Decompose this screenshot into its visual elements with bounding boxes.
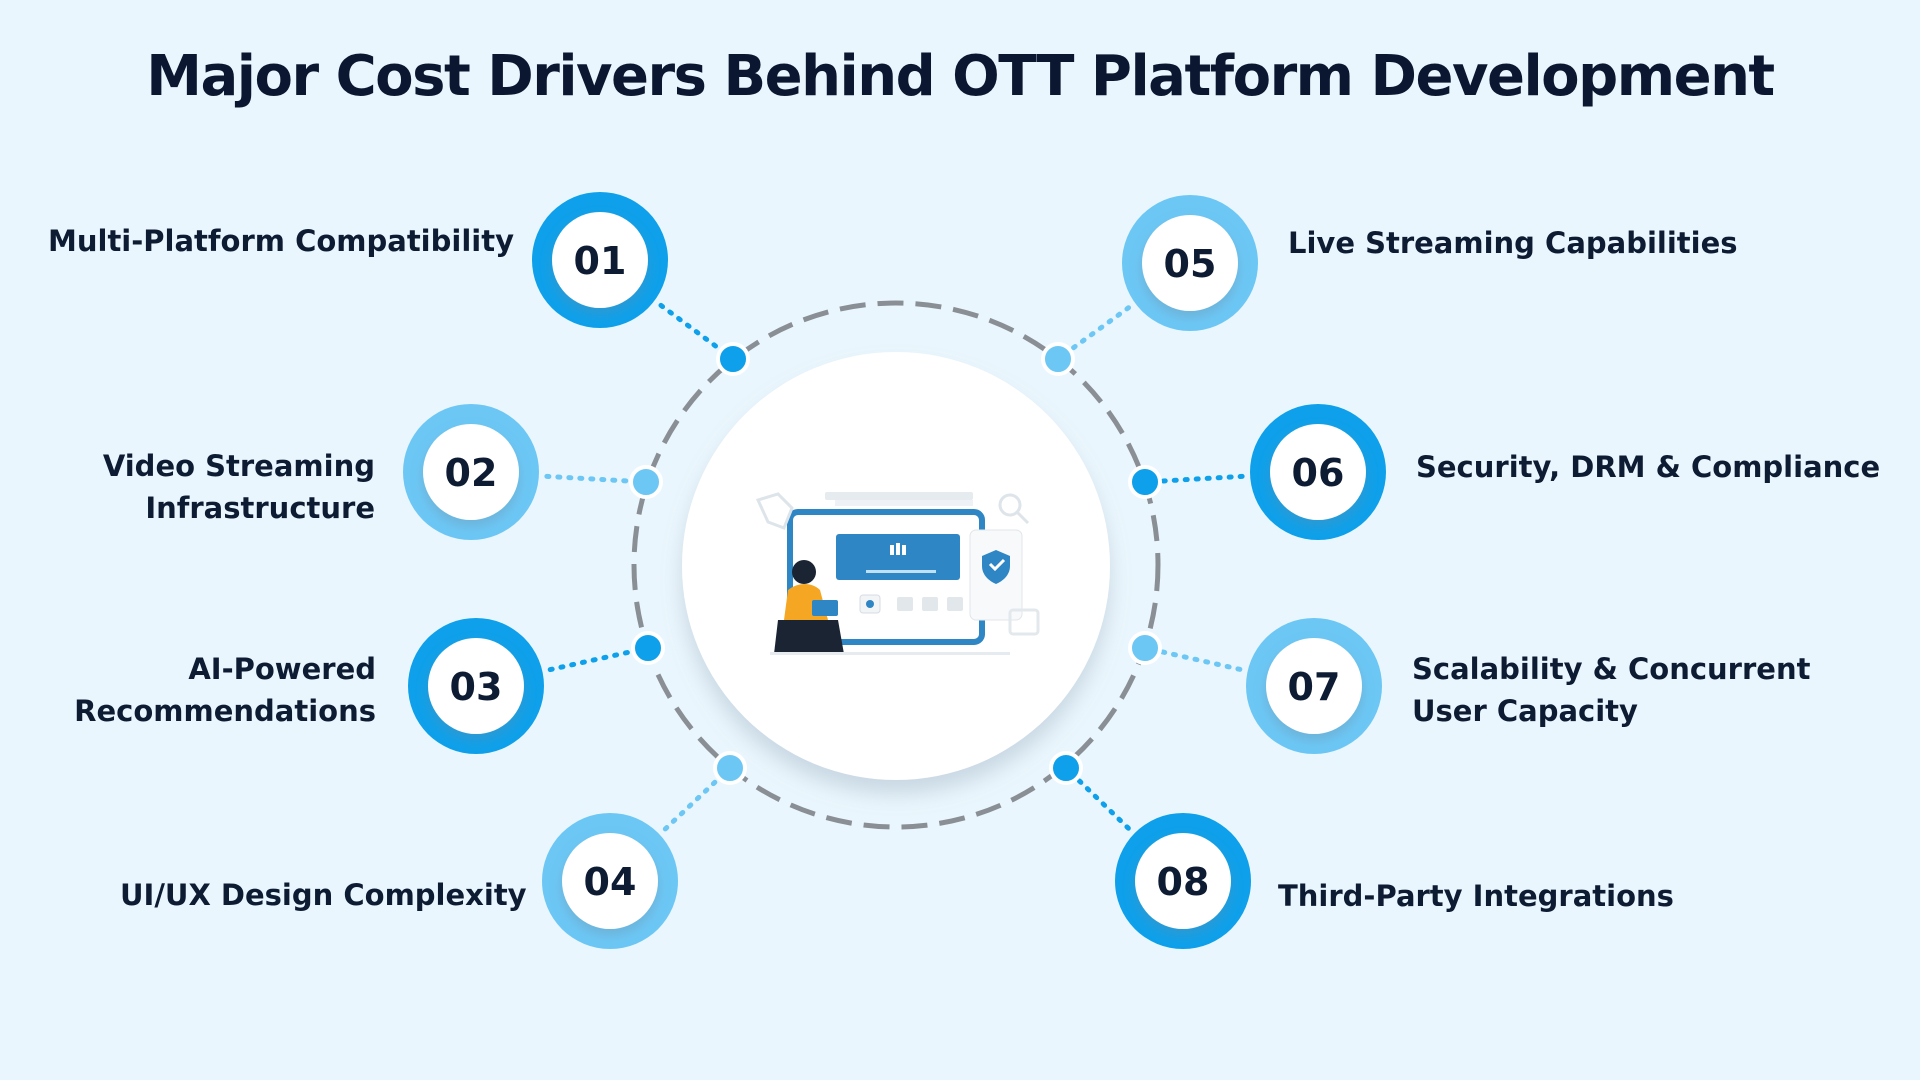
ring-dot-05 — [1041, 342, 1075, 376]
driver-label-line: Video Streaming — [102, 449, 375, 483]
badge-center — [1142, 215, 1238, 311]
driver-badge-04: 04 — [542, 813, 678, 949]
badge-number: 07 — [1288, 665, 1341, 709]
driver-label-04: UI/UX Design Complexity — [120, 874, 527, 916]
driver-label-line: Infrastructure — [145, 491, 375, 525]
driver-badge-01: 01 — [532, 192, 668, 328]
connector-05 — [1055, 305, 1132, 362]
badge-number: 06 — [1292, 451, 1345, 495]
dashed-ring — [631, 300, 1161, 830]
badge-center — [428, 638, 524, 734]
badge-number: 01 — [574, 239, 627, 283]
driver-badge-06: 06 — [1250, 404, 1386, 540]
driver-nodes: 01 02 03 04 05 06 07 08 — [403, 192, 1386, 949]
driver-label-line: AI-Powered — [188, 652, 376, 686]
driver-badge-08: 08 — [1115, 813, 1251, 949]
ring-dot-03 — [631, 631, 665, 665]
badge-number: 04 — [584, 860, 637, 904]
page-title: Major Cost Drivers Behind OTT Platform D… — [146, 44, 1775, 109]
badge-number: 08 — [1157, 860, 1210, 904]
badge-center — [1266, 638, 1362, 734]
driver-badge-03: 03 — [408, 618, 544, 754]
driver-badge-02: 02 — [403, 404, 539, 540]
driver-label-06: Security, DRM & Compliance — [1416, 446, 1880, 488]
ring-dot-08 — [1049, 751, 1083, 785]
driver-label-line: Third-Party Integrations — [1278, 879, 1674, 913]
badge-center — [423, 424, 519, 520]
badge-center — [1270, 424, 1366, 520]
badge-center — [552, 212, 648, 308]
connectors — [544, 302, 1245, 832]
badge-number: 03 — [450, 665, 503, 709]
driver-label-line: Recommendations — [74, 694, 376, 728]
driver-label-05: Live Streaming Capabilities — [1288, 222, 1738, 264]
badge-number: 02 — [445, 451, 498, 495]
badge-center — [562, 833, 658, 929]
streaming-dashboard-illustration — [755, 492, 1040, 655]
driver-label-line: User Capacity — [1412, 694, 1638, 728]
driver-label-line: Live Streaming Capabilities — [1288, 226, 1738, 260]
driver-label-line: Multi-Platform Compatibility — [48, 224, 514, 258]
ring-dot-04 — [713, 751, 747, 785]
driver-label-line: Scalability & Concurrent — [1412, 652, 1811, 686]
driver-badge-07: 07 — [1246, 618, 1382, 754]
ring-dot-07 — [1128, 631, 1162, 665]
driver-label-line: UI/UX Design Complexity — [120, 878, 527, 912]
badge-center — [1135, 833, 1231, 929]
ring-dot-02 — [629, 465, 663, 499]
connector-08 — [1063, 765, 1131, 831]
driver-label-01: Multi-Platform Compatibility — [48, 220, 514, 262]
driver-label-08: Third-Party Integrations — [1278, 875, 1674, 917]
ring-dot-01 — [716, 342, 750, 376]
connector-04 — [662, 765, 733, 832]
ring-dot-06 — [1128, 465, 1162, 499]
badge-number: 05 — [1164, 242, 1217, 286]
driver-badge-05: 05 — [1122, 195, 1258, 331]
driver-label-line: Security, DRM & Compliance — [1416, 450, 1881, 484]
